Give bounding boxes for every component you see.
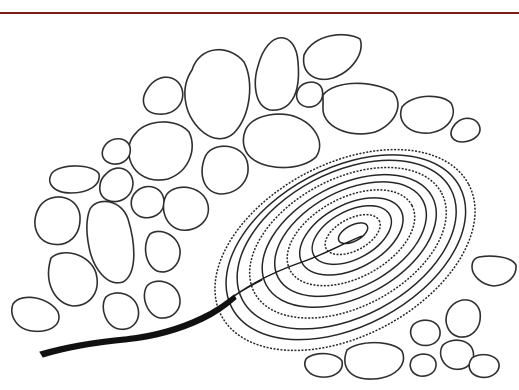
growth-ring [303,194,401,277]
stone [185,50,250,139]
stone [202,146,248,194]
stone [469,355,499,378]
stone [345,343,404,379]
growth-ring [287,182,416,291]
stone [102,139,130,164]
growth-ring [271,170,430,305]
stone-cluster [12,35,516,379]
stone [255,38,298,110]
stone [35,197,80,244]
stone [401,96,454,133]
stone [146,231,181,272]
stone [129,122,192,180]
stone [100,168,133,202]
stone [144,281,180,318]
stone [50,166,99,193]
stone [304,35,362,80]
stone [49,253,98,306]
stone [451,118,480,142]
stone-and-growth-ring-diagram [0,14,519,390]
stone [411,320,440,345]
growth-ring [319,206,387,262]
stone [103,293,138,329]
stone [143,77,182,114]
stone [305,354,342,378]
header-rule [0,0,519,14]
stone [163,187,208,230]
stone [243,114,319,167]
stone [12,297,59,331]
stone [410,354,436,376]
stone [297,82,323,107]
stone [323,83,398,134]
stone [131,187,164,218]
stone [472,256,516,286]
stone [446,300,480,337]
